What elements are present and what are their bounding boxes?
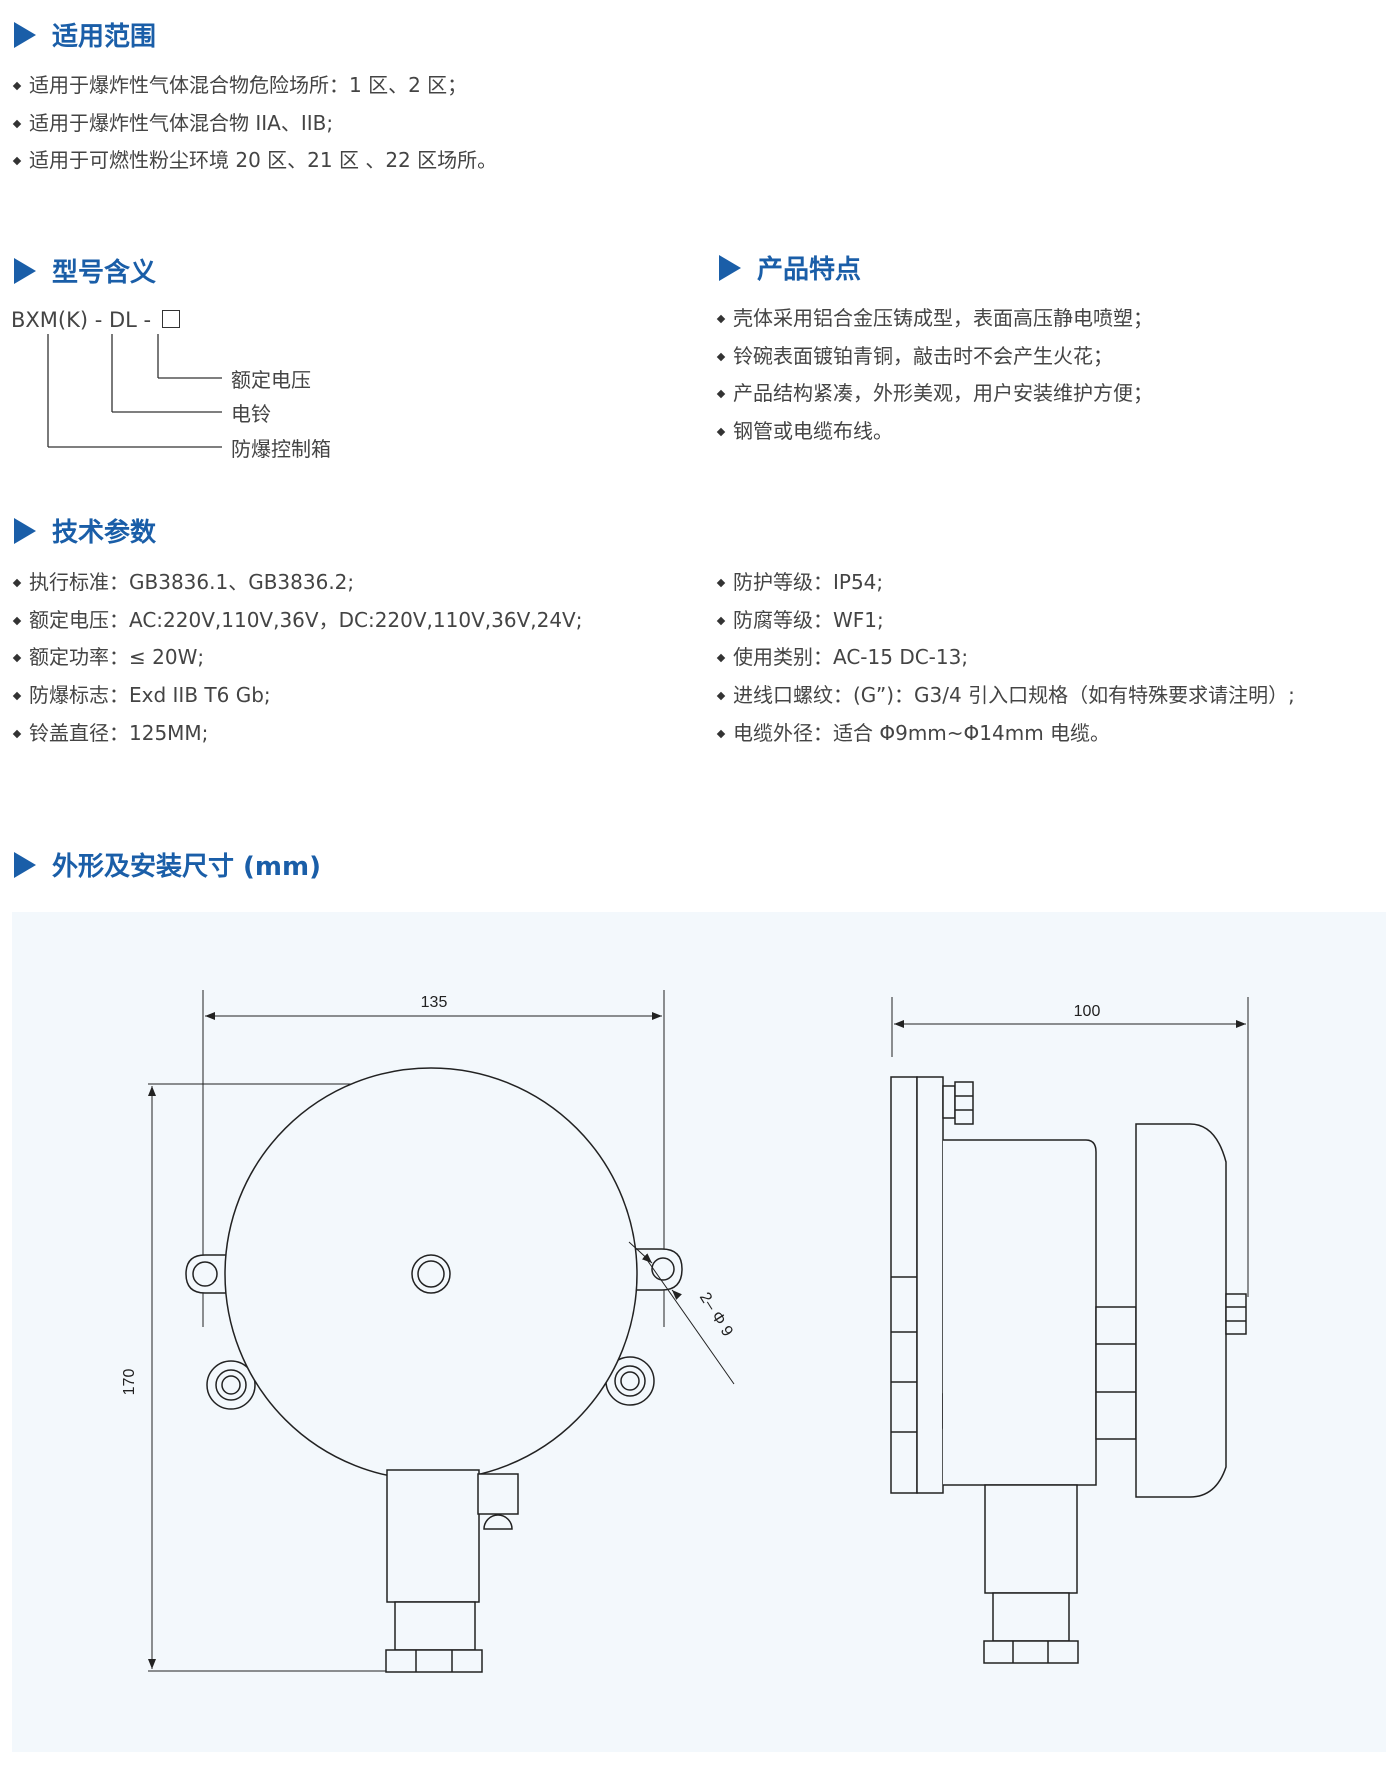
list-item: 额定电压：AC:220V,110V,36V，DC:220V,110V,36V,2… bbox=[12, 602, 582, 640]
list-item-text: 执行标准：GB3836.1、GB3836.2; bbox=[29, 570, 355, 594]
bullet-icon bbox=[12, 616, 22, 625]
bullet-icon bbox=[716, 691, 726, 701]
list-item-text: 壳体采用铝合金压铸成型，表面高压静电喷塑； bbox=[733, 306, 1153, 330]
model-label-box: 防爆控制箱 bbox=[231, 437, 331, 461]
model-code-text: BXM(K) - DL - bbox=[11, 308, 158, 332]
bullet-icon bbox=[12, 119, 22, 128]
bullet-icon bbox=[716, 616, 726, 625]
list-item-text: 防爆标志：Exd IIB T6 Gb; bbox=[29, 683, 271, 708]
bullet-icon bbox=[716, 578, 726, 588]
section-title-model: 型号含义 bbox=[14, 252, 156, 289]
list-item-text: 防护等级：IP54; bbox=[733, 570, 884, 594]
list-item: 适用于爆炸性气体混合物危险场所：1 区、2 区； bbox=[12, 67, 497, 105]
bullet-icon bbox=[12, 81, 22, 91]
front-view bbox=[148, 990, 735, 1673]
list-item-text: 电缆外径：适合 Φ9mm~Φ14mm 电缆。 bbox=[733, 720, 1111, 745]
height-dimension-label: 170 bbox=[121, 1369, 138, 1396]
model-label-bell: 电铃 bbox=[231, 402, 271, 426]
dims-title-text: 外形及安装尺寸 (mm) bbox=[52, 852, 322, 882]
list-item: 防爆标志：Exd IIB T6 Gb; bbox=[12, 677, 582, 715]
scope-title-text: 适用范围 bbox=[52, 22, 157, 52]
list-item-text: 钢管或电缆布线。 bbox=[733, 419, 893, 444]
bullet-icon bbox=[12, 691, 22, 701]
list-item-text: 适用于爆炸性气体混合物危险场所：1 区、2 区； bbox=[29, 73, 468, 97]
list-item: 防护等级：IP54; bbox=[716, 564, 1295, 602]
section-title-tech: 技术参数 bbox=[14, 512, 156, 549]
list-item: 壳体采用铝合金压铸成型，表面高压静电喷塑； bbox=[716, 300, 1153, 338]
list-item-text: 使用类别：AC-15 DC-13; bbox=[733, 645, 969, 670]
list-item: 铃盖直径：125MM; bbox=[12, 715, 582, 753]
model-code: BXM(K) - DL - bbox=[11, 308, 180, 332]
side-view bbox=[890, 997, 1249, 1664]
list-item: 防腐等级：WF1; bbox=[716, 602, 1295, 640]
triangle-icon bbox=[14, 517, 36, 544]
list-item-text: 额定功率：≤ 20W; bbox=[29, 645, 205, 670]
dimension-drawing-panel: 135 100 170 2– Φ 9 bbox=[12, 912, 1386, 1752]
bullet-icon bbox=[12, 156, 22, 166]
dimension-drawing: 135 100 170 2– Φ 9 bbox=[121, 990, 1249, 1673]
section-title-dims: 外形及安装尺寸 (mm) bbox=[14, 846, 321, 883]
list-item-text: 防腐等级：WF1; bbox=[733, 607, 884, 632]
features-title-text: 产品特点 bbox=[757, 255, 862, 285]
triangle-icon bbox=[14, 257, 36, 284]
triangle-icon bbox=[719, 254, 741, 281]
list-item-text: 进线口螺纹：(G”)：G3/4 引入口规格（如有特殊要求请注明）; bbox=[733, 683, 1295, 708]
list-item: 使用类别：AC-15 DC-13; bbox=[716, 639, 1295, 677]
list-item: 适用于可燃性粉尘环境 20 区、21 区 、22 区场所。 bbox=[12, 142, 497, 180]
list-item-text: 铃盖直径：125MM; bbox=[29, 720, 209, 745]
list-item: 铃碗表面镀铂青铜，敲击时不会产生火花； bbox=[716, 338, 1153, 376]
triangle-icon bbox=[14, 851, 36, 878]
list-item: 电缆外径：适合 Φ9mm~Φ14mm 电缆。 bbox=[716, 715, 1295, 753]
list-item: 产品结构紧凑，外形美观，用户安装维护方便； bbox=[716, 375, 1153, 413]
placeholder-box-icon bbox=[161, 310, 180, 328]
tech-list-right: 防护等级：IP54; 防腐等级：WF1; 使用类别：AC-15 DC-13; 进… bbox=[716, 564, 1295, 752]
list-item-text: 适用于可燃性粉尘环境 20 区、21 区 、22 区场所。 bbox=[29, 148, 498, 173]
list-item-text: 铃碗表面镀铂青铜，敲击时不会产生火花； bbox=[733, 343, 1113, 368]
list-item-text: 适用于爆炸性气体混合物 IIA、IIB; bbox=[29, 110, 334, 135]
depth-dimension-label: 100 bbox=[1074, 1003, 1101, 1020]
list-item: 进线口螺纹：(G”)：G3/4 引入口规格（如有特殊要求请注明）; bbox=[716, 677, 1295, 715]
bullet-icon bbox=[12, 729, 22, 738]
tech-title-text: 技术参数 bbox=[52, 518, 157, 548]
list-item: 额定功率：≤ 20W; bbox=[12, 639, 582, 677]
model-title-text: 型号含义 bbox=[52, 258, 157, 288]
section-title-features: 产品特点 bbox=[719, 249, 861, 286]
list-item: 钢管或电缆布线。 bbox=[716, 413, 1153, 451]
bullet-icon bbox=[12, 578, 22, 588]
features-list: 壳体采用铝合金压铸成型，表面高压静电喷塑； 铃碗表面镀铂青铜，敲击时不会产生火花… bbox=[716, 300, 1153, 451]
model-label-voltage: 额定电压 bbox=[231, 368, 311, 392]
hole-dimension-label: 2– Φ 9 bbox=[696, 1290, 736, 1340]
bullet-icon bbox=[716, 314, 726, 324]
triangle-icon bbox=[14, 21, 36, 48]
list-item-text: 额定电压：AC:220V,110V,36V，DC:220V,110V,36V,2… bbox=[29, 607, 583, 632]
list-item-text: 产品结构紧凑，外形美观，用户安装维护方便； bbox=[733, 381, 1153, 406]
bullet-icon bbox=[716, 389, 726, 399]
list-item: 执行标准：GB3836.1、GB3836.2; bbox=[12, 564, 582, 602]
bullet-icon bbox=[716, 653, 726, 663]
section-title-scope: 适用范围 bbox=[14, 16, 156, 53]
list-item: 适用于爆炸性气体混合物 IIA、IIB; bbox=[12, 105, 497, 143]
width-dimension-label: 135 bbox=[421, 994, 448, 1011]
scope-list: 适用于爆炸性气体混合物危险场所：1 区、2 区； 适用于爆炸性气体混合物 IIA… bbox=[12, 67, 497, 180]
bullet-icon bbox=[716, 352, 726, 361]
model-leader-lines bbox=[47, 334, 222, 448]
bullet-icon bbox=[716, 729, 726, 738]
bullet-icon bbox=[716, 427, 726, 437]
bullet-icon bbox=[12, 653, 22, 663]
tech-list-left: 执行标准：GB3836.1、GB3836.2; 额定电压：AC:220V,110… bbox=[12, 564, 582, 752]
